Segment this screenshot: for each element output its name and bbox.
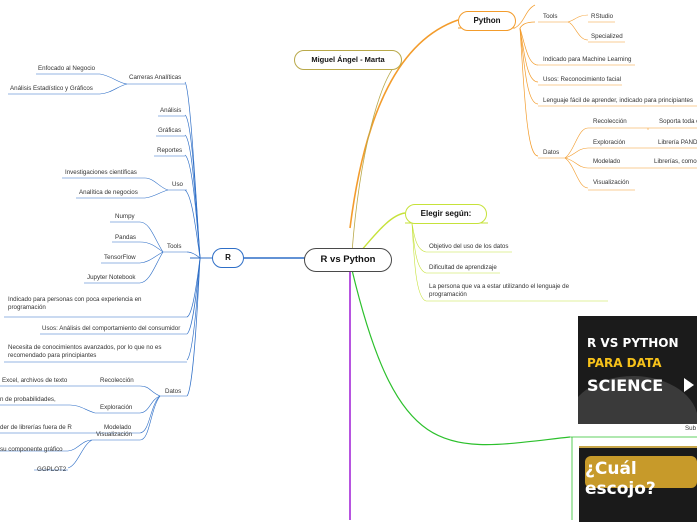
r-tool-tensorflow[interactable]: TensorFlow	[104, 254, 136, 261]
python-datos-label[interactable]: Datos	[543, 149, 560, 156]
r-vs-python-thumbnail[interactable]: R VS PYTHON PARA DATA SCIENCE	[578, 316, 697, 424]
python-tool-rstudio[interactable]: RStudio	[591, 13, 614, 20]
r-tools-label[interactable]: Tools	[167, 243, 182, 250]
python-topic[interactable]: Python	[458, 11, 516, 31]
r-analisis[interactable]: Análisis	[160, 107, 182, 114]
thumbnail-line-3: SCIENCE	[587, 376, 664, 395]
r-usos[interactable]: Usos: Análisis del comportamiento del co…	[42, 325, 181, 332]
elegir-item-persona[interactable]: La persona que va a estar utilizando el …	[429, 283, 570, 299]
r-uso-investigaciones[interactable]: Investigaciones científicas	[65, 169, 137, 176]
r-topic[interactable]: R	[212, 248, 244, 268]
play-icon[interactable]	[684, 378, 694, 392]
r-datos-exploracion[interactable]: Exploración	[100, 404, 133, 411]
elegir-topic-label: Elegir según:	[420, 209, 472, 218]
cual-escojo-thumbnail[interactable]: ¿Cuál escojo?	[579, 446, 697, 522]
r-conocimientos[interactable]: Necesita de conocimientos avanzados, por…	[8, 344, 162, 360]
thumbnail-line-2: PARA DATA	[587, 356, 662, 370]
elegir-item-objetivo[interactable]: Objetivo del uso de los datos	[429, 243, 509, 250]
thumbnail-banner	[585, 456, 697, 488]
python-recoleccion-detail[interactable]: Soporta toda c	[659, 118, 697, 125]
r-uso-label[interactable]: Uso	[172, 181, 184, 188]
r-datos-modelado-detail[interactable]: der de librerías fuera de R	[0, 424, 72, 431]
r-principiantes[interactable]: Indicado para personas con poca experien…	[8, 296, 142, 312]
python-ml[interactable]: Indicado para Machine Learning	[543, 56, 632, 63]
r-datos-label[interactable]: Datos	[165, 388, 182, 395]
r-datos-recoleccion-detail[interactable]: Excel, archivos de texto	[2, 377, 68, 384]
python-exploracion[interactable]: Exploración	[593, 139, 626, 146]
r-datos-visualizacion-ggplot[interactable]: GGPLOT2	[37, 466, 67, 473]
r-uso-analitica[interactable]: Analítica de negocios	[79, 189, 138, 196]
authors-node[interactable]: Miguel Ángel - Marta	[294, 50, 402, 70]
python-exploracion-detail[interactable]: Librería PAND	[658, 139, 697, 146]
r-datos-visualizacion-detail[interactable]: su componente gráfico	[0, 446, 63, 453]
thumbnail-line-1: R VS PYTHON	[587, 336, 679, 350]
r-reportes[interactable]: Reportes	[157, 147, 183, 154]
r-datos-exploracion-detail[interactable]: n de probabilidades,	[0, 396, 56, 403]
elegir-item-dificultad[interactable]: Dificultad de aprendizaje	[429, 264, 497, 271]
r-carreras-label[interactable]: Carreras Analíticas	[129, 74, 182, 81]
r-tool-pandas[interactable]: Pandas	[115, 234, 136, 241]
central-topic[interactable]: R vs Python	[304, 248, 392, 272]
r-graficas[interactable]: Gráficas	[158, 127, 182, 134]
python-usos[interactable]: Usos: Reconocimiento facial	[543, 76, 622, 83]
r-tool-numpy[interactable]: Numpy	[115, 213, 135, 220]
python-lenguaje[interactable]: Lenguaje fácil de aprender, indicado par…	[543, 97, 693, 104]
r-tool-jupyter[interactable]: Jupyter Notebook	[87, 274, 136, 281]
python-tools-label[interactable]: Tools	[543, 13, 558, 20]
python-visualizacion[interactable]: Visualización	[593, 179, 630, 186]
python-tool-specialized[interactable]: Specialized	[591, 33, 623, 40]
python-recoleccion[interactable]: Recolección	[593, 118, 627, 125]
python-topic-label: Python	[473, 16, 501, 25]
r-datos-recoleccion[interactable]: Recolección	[100, 377, 134, 384]
r-carreras-negocio[interactable]: Enfocado al Negocio	[38, 65, 96, 72]
r-datos-modelado[interactable]: Modelado	[104, 424, 132, 431]
thumbnail-caption: Sub	[685, 425, 697, 432]
thumbnail-question: ¿Cuál escojo?	[585, 459, 656, 499]
r-carreras-estadistico[interactable]: Análisis Estadístico y Gráficos	[10, 85, 93, 92]
python-modelado-detail[interactable]: Librerías, como	[654, 158, 697, 165]
r-datos-visualizacion[interactable]: Visualización	[96, 431, 133, 438]
central-topic-label: R vs Python	[320, 254, 376, 265]
r-topic-label: R	[225, 253, 231, 262]
elegir-topic[interactable]: Elegir según:	[405, 204, 487, 224]
python-modelado[interactable]: Modelado	[593, 158, 621, 165]
authors-label: Miguel Ángel - Marta	[311, 55, 385, 64]
